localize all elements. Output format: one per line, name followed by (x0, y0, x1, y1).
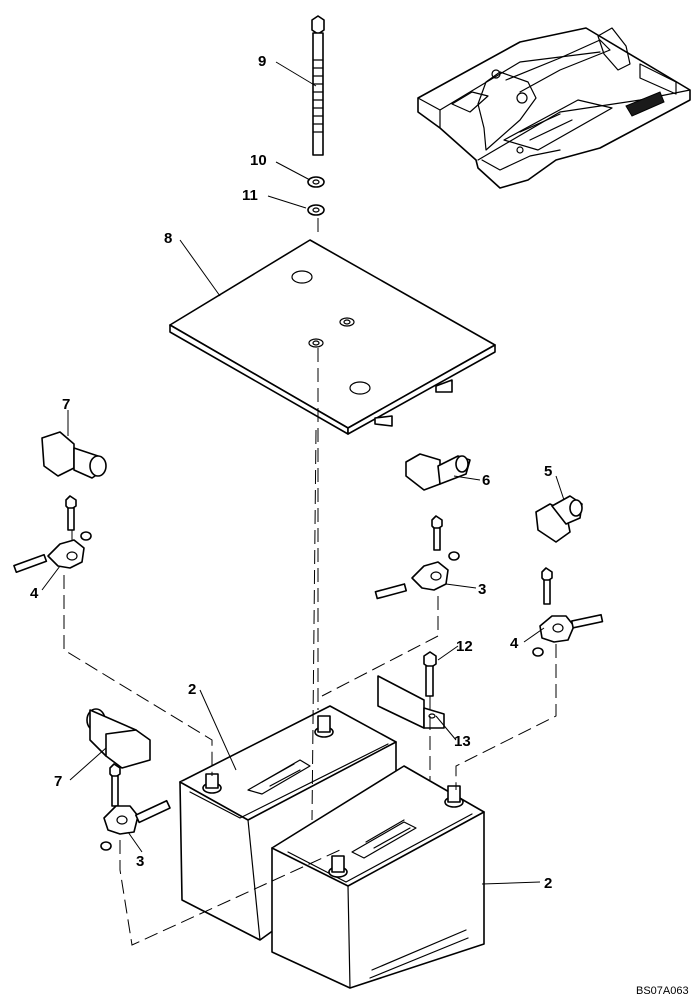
assembly-dashed-lines (63, 218, 557, 946)
callout-7-bottom: 7 (54, 773, 62, 790)
terminal-clamp-part-3-left (100, 763, 171, 851)
leader-lines (41, 61, 565, 885)
callout-5: 5 (544, 463, 552, 480)
callout-4-left: 4 (30, 585, 39, 602)
callout-10: 10 (250, 152, 267, 169)
bracket-part-13 (377, 675, 445, 729)
callout-13: 13 (454, 733, 471, 750)
tray-plate-part-8 (169, 239, 496, 435)
callout-4-right: 4 (510, 635, 519, 652)
machine-locator-inset (417, 27, 691, 189)
long-bolt-part-9 (311, 15, 325, 156)
callout-2-top: 2 (188, 681, 196, 698)
callout-2-right: 2 (544, 875, 552, 892)
washer-part-11 (307, 204, 325, 216)
battery-front-part-2 (271, 765, 485, 989)
callout-3-mid: 3 (478, 581, 486, 598)
bolt-part-12 (423, 651, 437, 697)
callout-12: 12 (456, 638, 473, 655)
drawing-reference-code: BS07A063 (636, 985, 689, 997)
terminal-clamp-part-4-left (13, 495, 92, 574)
callout-11: 11 (242, 187, 258, 204)
callout-6: 6 (482, 472, 490, 489)
terminal-clamp-part-3-mid (374, 515, 460, 600)
callout-9: 9 (258, 53, 266, 70)
terminal-cover-part-5 (535, 495, 583, 543)
terminal-cover-part-7-top (41, 431, 107, 479)
callout-3-left: 3 (136, 853, 144, 870)
callout-7-top: 7 (62, 396, 70, 413)
callout-8: 8 (164, 230, 172, 247)
washer-part-10 (307, 176, 325, 188)
terminal-cover-part-7-bottom (86, 708, 151, 769)
callout-labels: 9 10 11 8 7 6 5 4 3 4 12 2 13 7 3 2 BS07… (30, 53, 689, 997)
terminal-clamp-part-4-right (532, 567, 604, 657)
terminal-cover-part-6 (405, 453, 471, 491)
